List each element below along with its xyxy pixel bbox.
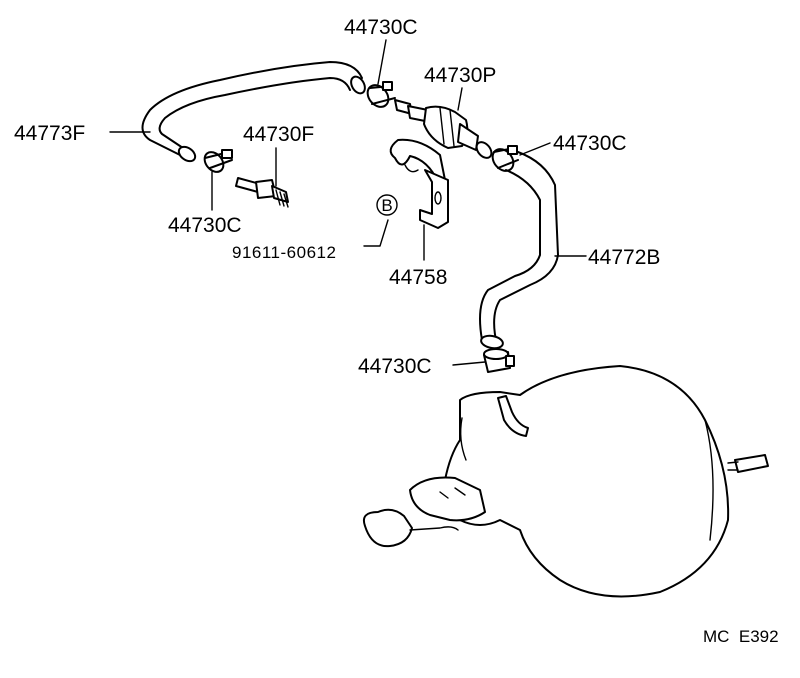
- check-valve-44730p: [394, 99, 493, 159]
- union-44730f: [235, 177, 289, 208]
- bolt-marker-b: B: [376, 194, 398, 216]
- label-clamp-top: 44730C: [344, 16, 418, 39]
- label-bolt: 91611-60612: [232, 243, 336, 262]
- label-hose-right: 44772B: [588, 246, 660, 269]
- hose-44773f: [141, 61, 366, 163]
- clamp-right-44730c: [491, 145, 519, 172]
- bolt-marker-label: B: [381, 196, 392, 215]
- label-union: 44730F: [243, 123, 314, 146]
- clamp-top-44730c: [366, 81, 396, 108]
- label-clamp-bottom: 44730C: [358, 355, 432, 378]
- footer-code: MC E392: [703, 627, 779, 646]
- leader-lines: [109, 39, 587, 366]
- label-clamp-right: 44730C: [553, 132, 627, 155]
- bracket-44758: [389, 138, 449, 229]
- label-clamp-left: 44730C: [168, 214, 242, 237]
- brake-booster: [362, 365, 769, 598]
- clamp-bottom-44730c: [483, 348, 515, 373]
- label-hose-left: 44773F: [14, 122, 85, 145]
- clamp-left-44730c: [203, 149, 233, 173]
- label-bracket: 44758: [389, 266, 447, 289]
- hose-44772b: [479, 151, 559, 350]
- label-check-valve: 44730P: [424, 64, 496, 87]
